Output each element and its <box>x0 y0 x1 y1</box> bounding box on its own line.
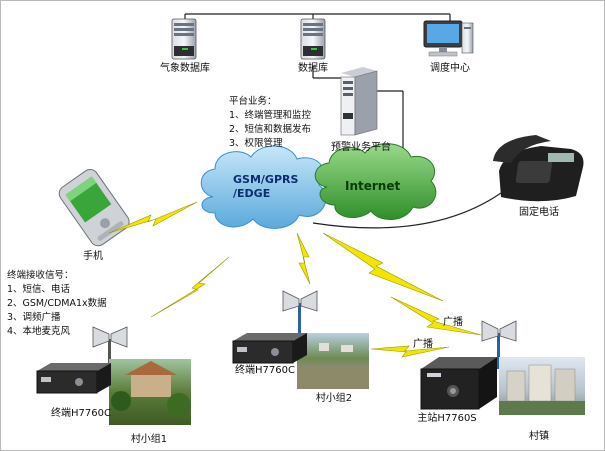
link-mobile-cloud <box>108 201 198 234</box>
internet-cloud-text: Internet <box>345 179 401 193</box>
terminal-signals-title: 终端接收信号： <box>7 270 74 281</box>
weather-db-label: 气象数据库 <box>160 63 210 74</box>
gsm-cloud <box>200 145 327 229</box>
platform-services: 平台业务： 1、终端管理和监控 2、短信和数据发布 3、权限管理 <box>229 95 311 151</box>
warning-platform-server-icon <box>340 67 378 136</box>
gsm-cloud-text: GSM/GPRS /EDGE <box>233 173 298 201</box>
link-cloud-terminal1 <box>150 256 230 318</box>
loudspeaker-icon-terminal2 <box>282 290 318 341</box>
broadcast-label-upper: 广播 <box>443 317 463 328</box>
link-broadcast-upper <box>390 296 482 336</box>
link-cloud-main <box>322 232 444 302</box>
platform-service-item: 3、权限管理 <box>229 138 283 149</box>
warning-platform-label: 预警业务平台 <box>331 142 391 153</box>
terminal-1-label: 终端H7760C <box>51 408 111 419</box>
weather-db-server-icon <box>171 18 197 60</box>
platform-service-item: 1、终端管理和监控 <box>229 110 312 121</box>
platform-services-title: 平台业务： <box>229 96 277 107</box>
broadcast-label-lower: 广播 <box>413 339 433 350</box>
link-broadcast-lower <box>370 345 450 358</box>
gsm-line-1: GSM/GPRS <box>233 173 299 186</box>
wireless-links <box>108 201 482 358</box>
village-group-1-label: 村小组1 <box>130 434 168 445</box>
database-server-icon <box>300 18 326 60</box>
loudspeaker-icon-main <box>481 320 517 369</box>
internet-cloud <box>314 143 437 220</box>
mobile-label: 手机 <box>83 251 103 262</box>
terminal-signals: 终端接收信号： 1、短信、电话 2、GSM/CDMA1x数据 3、调频广播 4、… <box>7 269 107 339</box>
dispatch-computer-icon <box>423 20 474 57</box>
platform-service-item: 2、短信和数据发布 <box>229 124 312 135</box>
village-photo-2 <box>297 333 369 389</box>
town-label: 村镇 <box>529 431 549 442</box>
village-group-2-label: 村小组2 <box>315 393 353 404</box>
terminal-2-label: 终端H7760C <box>235 365 295 376</box>
terminal-device-icon-2 <box>232 333 307 364</box>
database-label: 数据库 <box>298 63 328 74</box>
landline-label: 固定电话 <box>519 207 559 218</box>
loudspeaker-icon-terminal1 <box>92 326 128 373</box>
terminal-signal-item: 1、短信、电话 <box>7 284 71 295</box>
terminal-device-icon-1 <box>36 363 111 394</box>
mobile-phone-icon <box>58 168 130 247</box>
dispatch-center-label: 调度中心 <box>430 63 470 74</box>
terminal-signal-item: 3、调频广播 <box>7 312 61 323</box>
link-cloud-terminal2 <box>296 232 311 285</box>
main-station-label: 主站H7760S <box>417 413 477 424</box>
gsm-line-2: /EDGE <box>233 187 271 200</box>
terminal-signal-item: 2、GSM/CDMA1x数据 <box>7 298 107 309</box>
terminal-signal-item: 4、本地麦克风 <box>7 326 71 337</box>
village-photo-1 <box>109 359 191 425</box>
main-station-device-icon <box>420 357 497 410</box>
town-photo <box>499 357 585 415</box>
landline-phone-icon <box>493 135 584 202</box>
